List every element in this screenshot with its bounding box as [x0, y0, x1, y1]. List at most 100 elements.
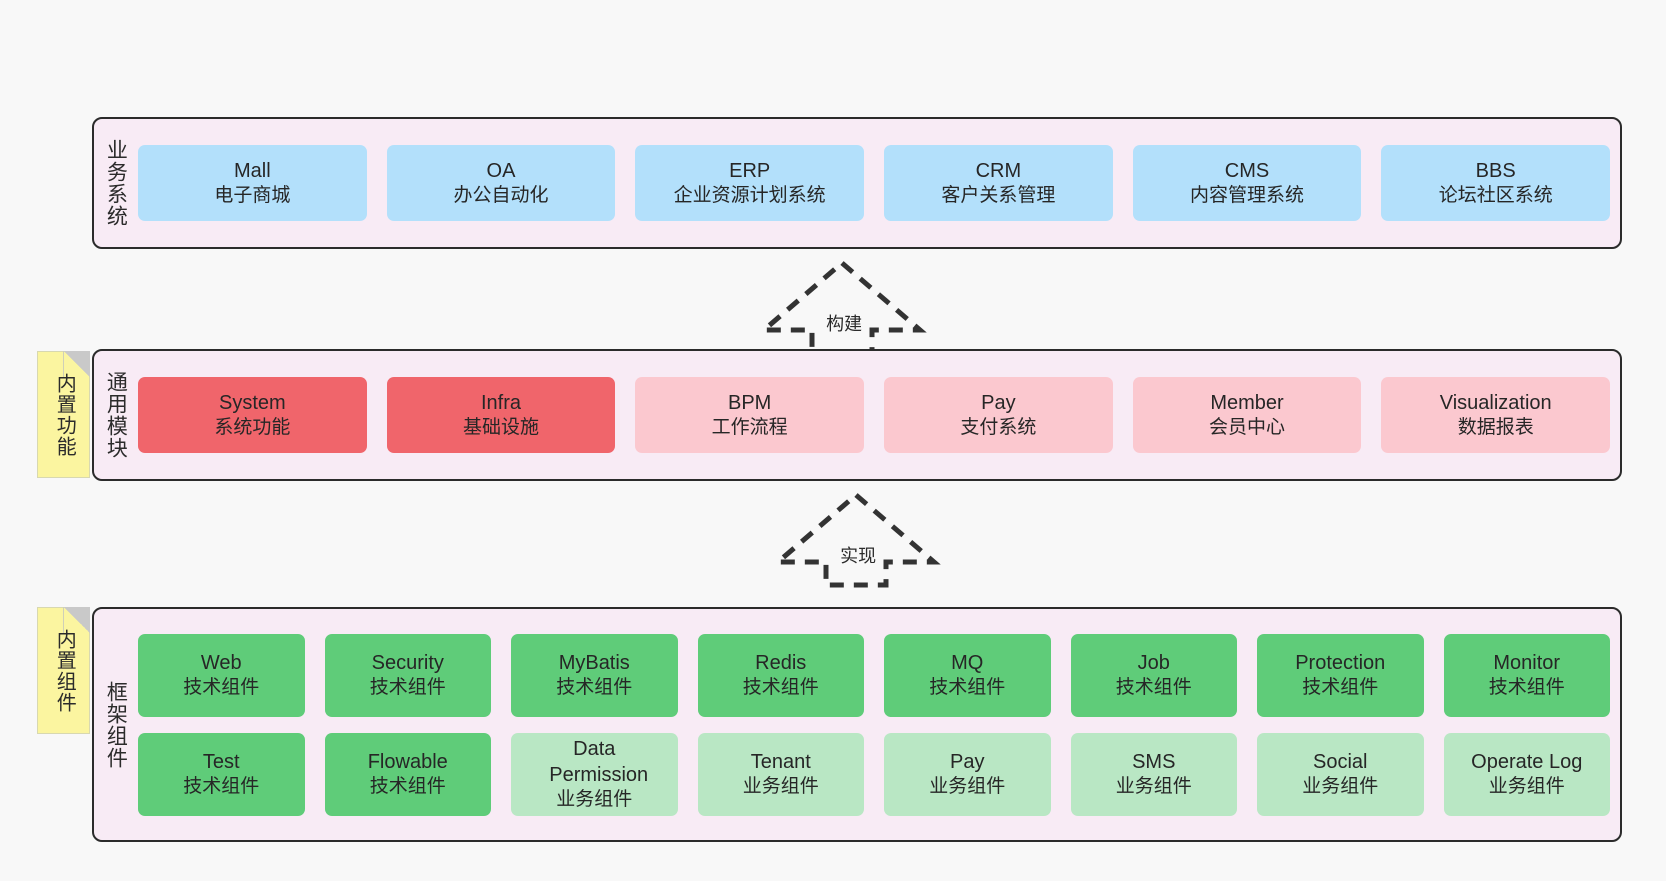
- node-title: Infra: [480, 391, 522, 414]
- node-title: Tenant: [750, 750, 811, 773]
- node-subtitle: 技术组件: [369, 775, 446, 797]
- layer-row: System 系统功能 Infra 基础设施 BPM 工作流程 Pay 支付系统…: [138, 377, 1611, 453]
- node-subtitle: 技术组件: [369, 676, 446, 698]
- node-subtitle: 企业资源计划系统: [673, 184, 826, 206]
- node-subtitle: 基础设施: [463, 416, 540, 438]
- node-title: Member: [1210, 391, 1284, 414]
- node-social[interactable]: Social 业务组件: [1257, 732, 1424, 816]
- node-subtitle: 业务组件: [556, 788, 633, 810]
- node-title: Test: [202, 750, 240, 773]
- layer-framework-component: 框架组件 Web 技术组件 Security 技术组件 MyBatis 技术组件…: [92, 607, 1622, 842]
- layer-body-common-module: System 系统功能 Infra 基础设施 BPM 工作流程 Pay 支付系统…: [136, 351, 1620, 479]
- node-data-permission[interactable]: Data Permission 业务组件: [511, 732, 678, 816]
- connector-build-label: 构建: [826, 314, 863, 334]
- node-test[interactable]: Test 技术组件: [138, 732, 305, 816]
- node-title: System: [218, 391, 286, 414]
- node-web[interactable]: Web 技术组件: [138, 633, 305, 717]
- node-cms[interactable]: CMS 内容管理系统: [1132, 145, 1362, 221]
- node-subtitle: 系统功能: [214, 416, 291, 438]
- note-builtin-feature: 内置功能: [37, 351, 90, 478]
- node-flowable[interactable]: Flowable 技术组件: [324, 732, 491, 816]
- node-title: OA: [486, 159, 516, 182]
- layer-row: Web 技术组件 Security 技术组件 MyBatis 技术组件 Redi…: [138, 633, 1610, 717]
- node-mybatis[interactable]: MyBatis 技术组件: [511, 633, 678, 717]
- layer-row: Test 技术组件 Flowable 技术组件 Data Permission …: [138, 732, 1610, 816]
- node-subtitle: 办公自动化: [453, 184, 549, 206]
- node-job[interactable]: Job 技术组件: [1070, 633, 1237, 717]
- node-security[interactable]: Security 技术组件: [324, 633, 491, 717]
- node-subtitle: 技术组件: [183, 676, 260, 698]
- node-title: Pay: [981, 391, 1016, 414]
- node-title: CRM: [975, 159, 1022, 182]
- node-erp[interactable]: ERP 企业资源计划系统: [635, 145, 865, 221]
- note-builtin-component: 内置组件: [37, 607, 90, 734]
- node-title: SMS: [1132, 750, 1176, 773]
- node-redis[interactable]: Redis 技术组件: [697, 633, 864, 717]
- node-title: Flowable: [367, 750, 448, 773]
- node-member[interactable]: Member 会员中心: [1132, 377, 1362, 453]
- layer-business-system: 业务系统 Mall 电子商城 OA 办公自动化 ERP 企业资源计划系统 CRM…: [92, 117, 1622, 249]
- node-subtitle: 业务组件: [929, 775, 1006, 797]
- node-subtitle: 内容管理系统: [1190, 184, 1305, 206]
- node-subtitle: 技术组件: [1302, 676, 1379, 698]
- node-system[interactable]: System 系统功能: [138, 377, 367, 453]
- node-title: ERP: [729, 159, 771, 182]
- node-title: MyBatis: [558, 651, 630, 674]
- node-subtitle: 客户关系管理: [941, 184, 1056, 206]
- node-title: Monitor: [1493, 651, 1561, 674]
- node-oa[interactable]: OA 办公自动化: [386, 145, 616, 221]
- layer-title-common-module: 通用模块: [104, 371, 128, 459]
- dashed-hollow-arrow-shape: [757, 259, 927, 356]
- node-subtitle: 会员中心: [1209, 416, 1286, 438]
- layer-title-business-system: 业务系统: [104, 139, 128, 227]
- node-title: Mall: [234, 159, 271, 182]
- node-title: BBS: [1475, 159, 1516, 182]
- dashed-hollow-arrow-shape: [771, 491, 941, 588]
- node-subtitle: 论坛社区系统: [1438, 184, 1553, 206]
- node-subtitle: 技术组件: [1488, 676, 1565, 698]
- note-label: 内置组件: [53, 628, 76, 713]
- node-subtitle: 数据报表: [1457, 416, 1534, 438]
- node-sms[interactable]: SMS 业务组件: [1070, 732, 1237, 816]
- node-pay-module[interactable]: Pay 支付系统: [884, 377, 1113, 453]
- node-subtitle: 电子商城: [214, 184, 291, 206]
- node-subtitle: 业务组件: [1302, 775, 1379, 797]
- node-title: Security: [371, 651, 444, 674]
- node-title: Operate Log: [1471, 750, 1583, 773]
- node-title: CMS: [1224, 159, 1270, 182]
- node-bbs[interactable]: BBS 论坛社区系统: [1381, 145, 1611, 221]
- node-crm[interactable]: CRM 客户关系管理: [884, 145, 1113, 221]
- node-protection[interactable]: Protection 技术组件: [1257, 633, 1424, 717]
- node-pay-component[interactable]: Pay 业务组件: [884, 732, 1051, 816]
- node-subtitle: 业务组件: [1488, 775, 1565, 797]
- node-infra[interactable]: Infra 基础设施: [386, 377, 616, 453]
- node-subtitle: 支付系统: [960, 416, 1037, 438]
- node-tenant[interactable]: Tenant 业务组件: [697, 732, 864, 816]
- node-title: Data Permission: [549, 737, 649, 786]
- node-title: Job: [1137, 651, 1170, 674]
- layer-body-business-system: Mall 电子商城 OA 办公自动化 ERP 企业资源计划系统 CRM 客户关系…: [136, 119, 1620, 247]
- node-title: Pay: [950, 750, 985, 773]
- node-bpm[interactable]: BPM 工作流程: [635, 377, 865, 453]
- layer-body-framework-component: Web 技术组件 Security 技术组件 MyBatis 技术组件 Redi…: [136, 609, 1620, 840]
- node-subtitle: 技术组件: [742, 676, 819, 698]
- layer-title-framework-component: 框架组件: [104, 680, 128, 769]
- connector-implement: 实现: [771, 490, 941, 588]
- node-subtitle: 技术组件: [556, 676, 633, 698]
- node-mall[interactable]: Mall 电子商城: [138, 145, 367, 221]
- node-title: Redis: [755, 651, 807, 674]
- node-monitor[interactable]: Monitor 技术组件: [1443, 633, 1610, 717]
- node-subtitle: 工作流程: [711, 416, 788, 438]
- node-subtitle: 技术组件: [1115, 676, 1192, 698]
- node-title: Visualization: [1439, 391, 1552, 414]
- node-title: Social: [1313, 750, 1368, 773]
- node-title: Protection: [1295, 651, 1386, 674]
- node-visualization[interactable]: Visualization 数据报表: [1381, 377, 1611, 453]
- connector-build: 构建: [757, 258, 927, 356]
- node-subtitle: 技术组件: [929, 676, 1006, 698]
- node-operate-log[interactable]: Operate Log 业务组件: [1443, 732, 1610, 816]
- node-title: MQ: [951, 651, 984, 674]
- node-mq[interactable]: MQ 技术组件: [884, 633, 1051, 717]
- connector-implement-label: 实现: [840, 546, 877, 566]
- node-subtitle: 业务组件: [742, 775, 819, 797]
